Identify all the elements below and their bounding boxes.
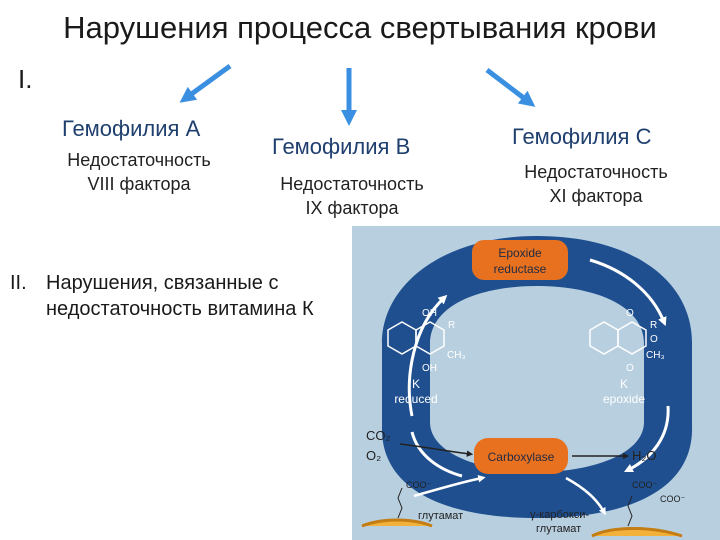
h2o-label: H₂O (632, 448, 657, 463)
page-title: Нарушения процесса свертывания крови (63, 10, 657, 45)
carboxylase-box (474, 438, 568, 474)
k-epoxide-molecule (589, 321, 647, 355)
arrow-to-hemophilia-a (179, 63, 232, 103)
hemophilia-a-title: Гемофилия А (62, 116, 201, 141)
section2-numeral: II. (10, 272, 27, 294)
hemophilia-a-desc-line2: VIII фактора (87, 174, 191, 195)
co2-o2-arrow (399, 443, 474, 457)
flow-arrow-top-right (589, 258, 667, 327)
k-reduced-ch3: CH₃ (447, 350, 466, 361)
section1-numeral: I. (18, 64, 33, 94)
hemophilia-b-desc-line1: Недостаточность (280, 174, 424, 194)
hemophilia-c-title: Гемофилия С (512, 124, 652, 149)
k-reduced-oh-top: OH (422, 308, 437, 319)
glutamate-membrane (361, 518, 433, 528)
glutamate-label: глутамат (418, 510, 463, 522)
epoxide-reductase-box (472, 240, 568, 280)
gla-side-chain (627, 495, 633, 527)
flow-arrow-left-up (407, 294, 448, 417)
co2-label: CO₂ (366, 428, 391, 443)
gla-arrow (565, 476, 606, 516)
hemophilia-a-description: Недостаточность VIII фактора (50, 148, 228, 197)
flow-arrow-right-down (623, 405, 670, 473)
gla-label-line1: γ-карбокси- (530, 509, 589, 521)
hemophilia-b-desc-line2: IX фактора (305, 198, 399, 219)
k-epoxide-r: R (650, 320, 657, 331)
k-epoxide-o-top: O (626, 308, 634, 319)
hemophilia-a-desc-line1: Недостаточность (67, 150, 211, 170)
flow-arrow-left-down (410, 431, 463, 478)
glutamate-arrow (413, 475, 486, 498)
k-epoxide-line1: K (620, 377, 628, 391)
k-epoxide-line2: epoxide (603, 392, 645, 406)
k-epoxide-o-bottom: O (626, 363, 634, 374)
hemophilia-c-desc-line1: Недостаточность (524, 162, 668, 182)
k-reduced-line2: reduced (394, 392, 437, 406)
carboxylase-label: Carboxylase (488, 450, 555, 464)
gla-label-line2: глутамат (536, 523, 581, 535)
k-reduced-r: R (448, 320, 455, 331)
glutamate-coo-label: COO⁻ (406, 480, 432, 490)
k-reduced-oh-bottom: OH (422, 363, 437, 374)
k-reduced-line1: K (412, 377, 420, 391)
glutamate-side-chain (397, 487, 403, 519)
k-epoxide-ch3: CH₃ (646, 350, 665, 361)
hemophilia-c-desc-line2: XI фактора (549, 186, 643, 207)
hemophilia-b-title: Гемофилия В (272, 134, 411, 159)
hemophilia-c-description: Недостаточность XI фактора (508, 160, 684, 209)
o2-label: O₂ (366, 448, 381, 463)
vitamin-k-cycle-figure: Epoxide reductase Carboxylase OH R CH₃ O… (352, 226, 720, 540)
k-reduced-molecule (387, 321, 445, 355)
epoxide-reductase-line1: Epoxide (498, 246, 542, 260)
section2-line2: недостаточность витамина К (46, 298, 314, 320)
gla-membrane (591, 527, 683, 538)
section2-text: II. Нарушения, связанные с недостаточност… (10, 270, 314, 322)
k-epoxide-o-ring: O (650, 334, 658, 345)
gla-coo-label-1: COO⁻ (632, 480, 658, 490)
arrow-to-hemophilia-c (485, 68, 536, 107)
hemophilia-b-description: Недостаточность IX фактора (262, 172, 442, 221)
epoxide-reductase-line2: reductase (494, 262, 547, 276)
section2-line1: Нарушения, связанные с (46, 272, 279, 294)
gla-coo-label-2: COO⁻ (660, 494, 686, 504)
